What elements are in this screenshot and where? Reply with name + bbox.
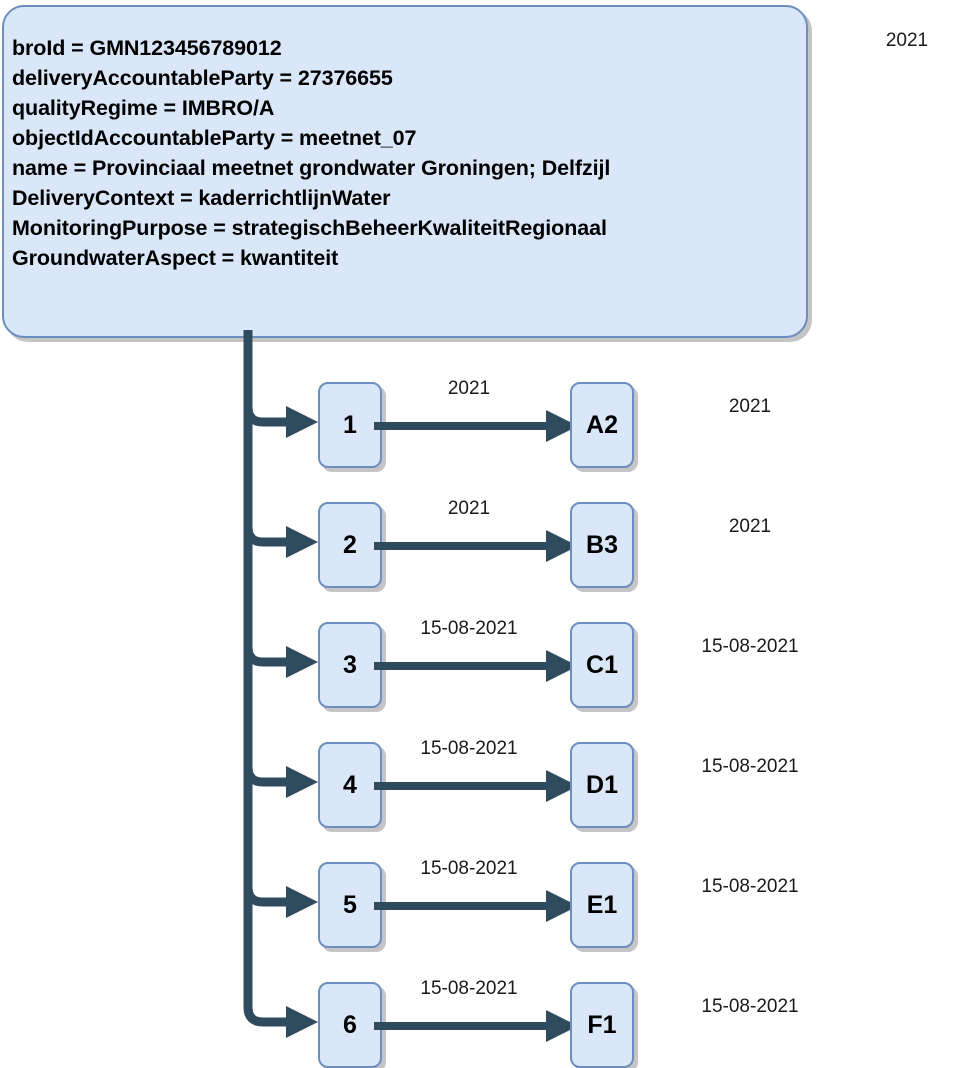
relation-arrow: [374, 1010, 578, 1042]
measuring-point-node[interactable]: 5: [318, 862, 382, 948]
monitoring-tube-node[interactable]: F1: [570, 982, 634, 1068]
row-side-date-label: 15-08-2021: [701, 756, 799, 777]
row-side-date-label: 2021: [728, 396, 772, 417]
edge-date-label: 15-08-2021: [420, 738, 518, 759]
edge-date-label: 15-08-2021: [420, 858, 518, 879]
measuring-point-node[interactable]: 1: [318, 382, 382, 468]
node-label: 2: [343, 530, 357, 559]
relation-row: 2 2021 B3 2021: [0, 494, 960, 590]
gmn-attribute-panel: broId = GMN123456789012 deliveryAccounta…: [2, 5, 808, 338]
measuring-point-node[interactable]: 3: [318, 622, 382, 708]
relation-arrow-labelbox: 15-08-2021: [374, 854, 584, 950]
monitoring-tube-node[interactable]: C1: [570, 622, 634, 708]
attribute-line: deliveryAccountableParty = 27376655: [12, 66, 393, 90]
node-label: 6: [343, 1010, 357, 1039]
node-label: 5: [343, 890, 357, 919]
attribute-line: qualityRegime = IMBRO/A: [12, 96, 275, 120]
edge-date-label: 15-08-2021: [420, 618, 518, 639]
node-label: C1: [586, 650, 618, 679]
attribute-line: name = Provinciaal meetnet grondwater Gr…: [12, 156, 611, 180]
node-label: 4: [343, 770, 357, 799]
node-label: A2: [586, 410, 618, 439]
attribute-line: objectIdAccountableParty = meetnet_07: [12, 126, 417, 150]
relation-arrow: [374, 770, 578, 802]
node-label: 1: [343, 410, 357, 439]
monitoring-tube-node[interactable]: D1: [570, 742, 634, 828]
node-label: 3: [343, 650, 357, 679]
attribute-line: DeliveryContext = kaderrichtlijnWater: [12, 186, 391, 210]
relation-arrow: [374, 530, 578, 562]
edge-date-label: 15-08-2021: [420, 978, 518, 999]
attribute-line: GroundwaterAspect = kwantiteit: [12, 246, 339, 270]
relation-arrow-labelbox: 2021: [374, 494, 584, 590]
relation-arrow-labelbox: 15-08-2021: [374, 734, 584, 830]
row-side-date-label: 2021: [728, 516, 772, 537]
row-side-date-label: 15-08-2021: [701, 996, 799, 1017]
monitoring-tube-node[interactable]: B3: [570, 502, 634, 588]
row-side-date-label: 15-08-2021: [701, 876, 799, 897]
relation-arrow-labelbox: 2021: [374, 374, 584, 470]
node-label: D1: [586, 770, 618, 799]
relation-row: 5 15-08-2021 E1 15-08-2021: [0, 854, 960, 950]
relation-arrow: [374, 650, 578, 682]
node-label: E1: [586, 890, 618, 919]
relation-arrow: [374, 890, 578, 922]
attribute-list: broId = GMN123456789012 deliveryAccounta…: [12, 33, 800, 273]
relation-row: 6 15-08-2021 F1 15-08-2021: [0, 974, 960, 1068]
relation-row: 1 2021 A2 2021: [0, 374, 960, 470]
panel-side-label: 2021: [885, 30, 929, 51]
node-label: B3: [586, 530, 618, 559]
relation-row: 3 15-08-2021 C1 15-08-2021: [0, 614, 960, 710]
relation-arrow-labelbox: 15-08-2021: [374, 614, 584, 710]
measuring-point-node[interactable]: 2: [318, 502, 382, 588]
monitoring-tube-node[interactable]: E1: [570, 862, 634, 948]
row-side-date-label: 15-08-2021: [701, 636, 799, 657]
attribute-line: broId = GMN123456789012: [12, 36, 282, 60]
relation-row: 4 15-08-2021 D1 15-08-2021: [0, 734, 960, 830]
relation-arrow-labelbox: 15-08-2021: [374, 974, 584, 1068]
edge-date-label: 2021: [447, 378, 491, 399]
edge-date-label: 2021: [447, 498, 491, 519]
measuring-point-node[interactable]: 4: [318, 742, 382, 828]
relation-arrow: [374, 410, 578, 442]
attribute-line: MonitoringPurpose = strategischBeheerKwa…: [12, 216, 607, 240]
monitoring-tube-node[interactable]: A2: [570, 382, 634, 468]
node-label: F1: [587, 1010, 617, 1039]
measuring-point-node[interactable]: 6: [318, 982, 382, 1068]
